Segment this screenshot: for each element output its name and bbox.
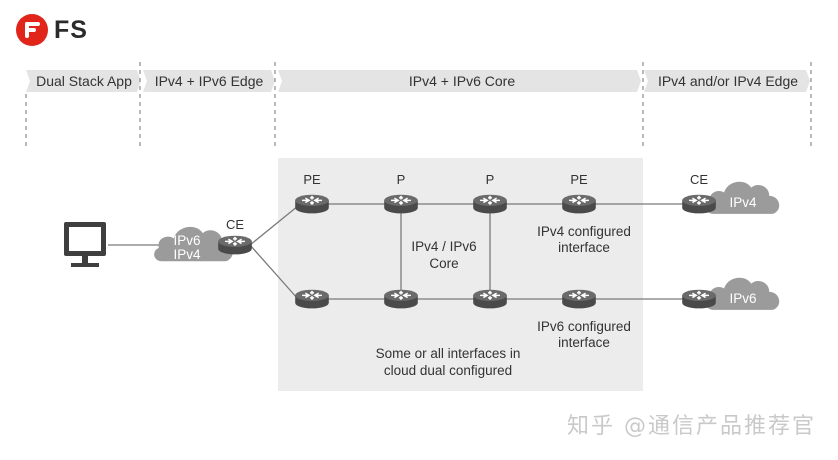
router-icon-p-top-2	[472, 193, 508, 215]
stage-banner-core: IPv4 + IPv6 Core	[278, 70, 641, 92]
computer-monitor-icon	[64, 222, 106, 267]
note-core-line1: IPv4 / IPv6	[411, 239, 476, 254]
node-label-ce-right: CE	[690, 172, 708, 187]
fs-logo-icon	[16, 14, 48, 46]
cloud-label: IPv4	[173, 247, 201, 262]
router-icon-p-bottom-1	[383, 288, 419, 310]
router-icon-pe-bottom	[294, 288, 330, 310]
node-label-p-top-2: P	[486, 172, 495, 187]
cloud-label: IPv4	[729, 195, 757, 210]
cloud-label: IPv6	[729, 291, 756, 306]
note-ipv4-line2: interface	[558, 240, 610, 255]
stage-banner-dual-stack: Dual Stack App	[26, 70, 141, 92]
node-label-ce-left: CE	[226, 217, 244, 232]
note-dual-line2: cloud dual configured	[384, 363, 512, 378]
cloud-label: IPv6	[173, 233, 200, 248]
note-ipv6-line2: interface	[558, 335, 610, 350]
note-ipv6-line1: IPv6 configured	[537, 319, 631, 334]
stage-label: IPv4 and/or IPv4 Edge	[658, 73, 798, 89]
stage-label: IPv4 + IPv6 Edge	[155, 73, 264, 89]
node-label-p-top-1: P	[397, 172, 406, 187]
router-icon-ce-right-bottom	[681, 288, 717, 310]
note-core-line2: Core	[429, 256, 458, 271]
router-icon-pe-top	[294, 193, 330, 215]
router-icon-p-top-1	[383, 193, 419, 215]
cloud-left: IPv6 IPv4	[154, 226, 233, 262]
note-dual-line1: Some or all interfaces in	[376, 346, 521, 361]
stage-label: Dual Stack App	[36, 73, 132, 89]
router-icon-pe-top-right	[561, 193, 597, 215]
watermark: 知乎 @通信产品推荐官	[567, 414, 816, 439]
stage-label: IPv4 + IPv6 Core	[409, 73, 515, 89]
router-icon-pe-bottom-right	[561, 288, 597, 310]
stage-dividers	[25, 62, 812, 146]
node-label-pe-top: PE	[303, 172, 321, 187]
router-icon-ce-right-top	[681, 193, 717, 215]
fs-logo: FS	[16, 14, 96, 48]
logo-text: FS	[54, 16, 88, 44]
stage-banner-edge: IPv4 + IPv6 Edge	[143, 70, 275, 92]
router-icon-p-bottom-2	[472, 288, 508, 310]
stage-banner-right-edge: IPv4 and/or IPv4 Edge	[644, 70, 810, 92]
node-label-pe-top-right: PE	[570, 172, 588, 187]
cloud-right-ipv6: IPv6	[705, 277, 780, 310]
cloud-right-ipv4: IPv4	[705, 181, 780, 214]
note-ipv4-line1: IPv4 configured	[537, 224, 631, 239]
router-icon-ce-left	[217, 234, 253, 256]
